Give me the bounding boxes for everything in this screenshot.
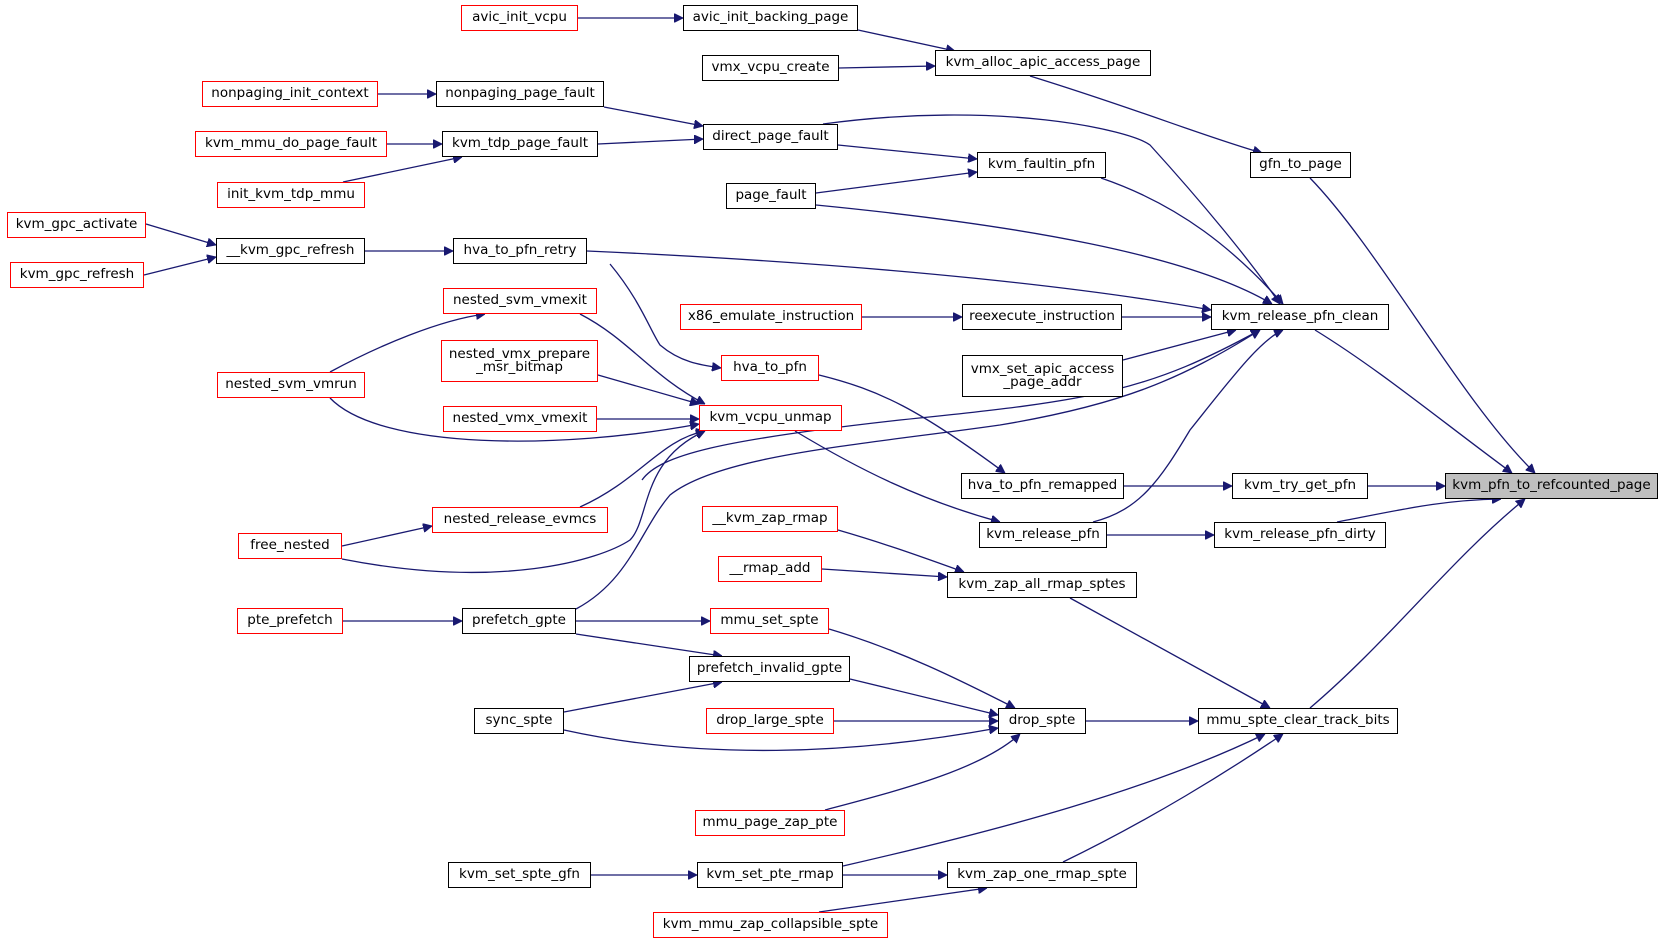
edge-vmx-vcpu-create-to-kvm-alloc-apic-access-page (838, 66, 935, 68)
node-vmx-vcpu-create[interactable]: vmx_vcpu_create (702, 55, 839, 81)
node-kvm-release-pfn-clean[interactable]: kvm_release_pfn_clean (1211, 304, 1389, 330)
edge-sync-spte-to-prefetch-invalid-gpte (563, 682, 722, 713)
edge-hva-to-pfn-retry-to-hva-to-pfn (609, 263, 721, 368)
node-kvm-gpc-refresh[interactable]: kvm_gpc_refresh (10, 262, 144, 288)
node-sync-spte[interactable]: sync_spte (474, 708, 564, 734)
edge-gfn-to-page-to-root (1309, 177, 1535, 473)
edge-kvm-release-pfn-dirty-to-root (1336, 499, 1501, 523)
edge-kvm-mmu-zap-collapsible-spte-to-kvm-zap-one-rmap-spte (818, 888, 987, 913)
node-page-fault[interactable]: page_fault (726, 183, 816, 209)
edge-kvm-set-pte-rmap-to-mmu-spte-clear-track-bits (842, 733, 1265, 867)
node-gfn-to-page[interactable]: gfn_to_page (1250, 152, 1351, 178)
node-kvm-zap-one-rmap-spte[interactable]: kvm_zap_one_rmap_spte (947, 862, 1137, 888)
node-nested-vmx-vmexit[interactable]: nested_vmx_vmexit (443, 406, 597, 432)
node-kvm-mmu-do-page-fault[interactable]: kvm_mmu_do_page_fault (195, 131, 387, 157)
edge-nested-vmx-prepare-msr-bitmap-to-kvm-vcpu-unmap (597, 374, 699, 404)
edge-direct-page-fault-to-kvm-faultin-pfn (837, 144, 977, 159)
node-hva-to-pfn-remapped[interactable]: hva_to_pfn_remapped (961, 473, 1124, 499)
node-hva-to-pfn[interactable]: hva_to_pfn (721, 355, 819, 381)
node-init-kvm-tdp-mmu[interactable]: init_kvm_tdp_mmu (217, 182, 365, 208)
edge-kvm-faultin-pfn-to-kvm-release-pfn-clean (1100, 177, 1283, 304)
edge-mmu-spte-clear-track-bits-to-root (1309, 499, 1525, 709)
edge-nested-svm-vmexit-to-kvm-vcpu-unmap (579, 313, 705, 405)
node-mmu-set-spte[interactable]: mmu_set_spte (710, 608, 829, 634)
node-kvm-tdp-page-fault[interactable]: kvm_tdp_page_fault (442, 131, 598, 157)
node-kvm-zap-rmap[interactable]: __kvm_zap_rmap (702, 506, 838, 532)
edge-nested-svm-vmrun-to-kvm-vcpu-unmap (329, 397, 699, 442)
node-kvm-vcpu-unmap[interactable]: kvm_vcpu_unmap (699, 405, 842, 431)
node-avic-init-vcpu[interactable]: avic_init_vcpu (461, 5, 578, 31)
edge-kvm-vcpu-unmap-to-kvm-release-pfn-clean (641, 329, 1260, 481)
node-kvm-release-pfn-dirty[interactable]: kvm_release_pfn_dirty (1214, 522, 1386, 548)
node-direct-page-fault[interactable]: direct_page_fault (703, 124, 838, 150)
edge-free-nested-to-kvm-vcpu-unmap (341, 431, 705, 573)
edge-kvm-zap-all-rmap-sptes-to-mmu-spte-clear-track-bits (1069, 597, 1270, 709)
edge-init-kvm-tdp-mmu-to-kvm-tdp-page-fault (342, 157, 462, 183)
node-x86-emulate-instruction[interactable]: x86_emulate_instruction (680, 304, 862, 330)
node-drop-spte[interactable]: drop_spte (998, 708, 1086, 734)
node-drop-large-spte[interactable]: drop_large_spte (706, 708, 834, 734)
node-kvm-gpc-refresh-internal[interactable]: __kvm_gpc_refresh (216, 238, 365, 264)
edge-prefetch-invalid-gpte-to-drop-spte (849, 678, 998, 715)
node-nested-svm-vmrun[interactable]: nested_svm_vmrun (217, 372, 365, 398)
node-mmu-spte-clear-track-bits[interactable]: mmu_spte_clear_track_bits (1198, 708, 1398, 734)
node-prefetch-gpte[interactable]: prefetch_gpte (462, 608, 576, 634)
edge-kvm-alloc-apic-access-page-to-gfn-to-page (1029, 75, 1262, 153)
edge-kvm-gpc-refresh-to-kvm-gpc-refresh-internal (143, 257, 216, 276)
node-nonpaging-init-context[interactable]: nonpaging_init_context (202, 81, 378, 107)
node-kvm-alloc-apic-access-page[interactable]: kvm_alloc_apic_access_page (935, 50, 1151, 76)
node-free-nested[interactable]: free_nested (238, 533, 342, 559)
edge-free-nested-to-nested-release-evmcs (341, 526, 432, 547)
edge-mmu-set-spte-to-drop-spte (828, 628, 1015, 709)
node-rmap-add[interactable]: __rmap_add (718, 556, 822, 582)
edge-kvm-gpc-activate-to-kvm-gpc-refresh-internal (145, 223, 216, 245)
edge-mmu-page-zap-pte-to-drop-spte (824, 734, 1020, 811)
edge-vmx-set-apic-access-page-addr-to-kvm-release-pfn-clean (1122, 330, 1236, 361)
node-kvm-pfn-to-refcounted-page: kvm_pfn_to_refcounted_page (1445, 473, 1658, 499)
edge-rmap-add-to-kvm-zap-all-rmap-sptes (821, 568, 947, 577)
edge-kvm-zap-rmap-to-kvm-zap-all-rmap-sptes (837, 529, 964, 572)
node-pte-prefetch[interactable]: pte_prefetch (237, 608, 343, 634)
edge-prefetch-gpte-to-kvm-release-pfn-clean (575, 329, 1260, 610)
edge-kvm-tdp-page-fault-to-direct-page-fault (597, 139, 703, 145)
node-reexecute-instruction[interactable]: reexecute_instruction (962, 304, 1122, 330)
node-kvm-set-pte-rmap[interactable]: kvm_set_pte_rmap (697, 862, 843, 888)
edge-hva-to-pfn-to-hva-to-pfn-remapped (818, 374, 1005, 473)
edge-nested-release-evmcs-to-kvm-vcpu-unmap (579, 431, 705, 508)
edge-kvm-vcpu-unmap-to-kvm-release-pfn (794, 430, 1000, 522)
edge-nonpaging-page-fault-to-direct-page-fault (603, 106, 703, 126)
node-avic-init-backing-page[interactable]: avic_init_backing_page (683, 5, 858, 31)
node-nested-vmx-prepare-msr-bitmap[interactable]: nested_vmx_prepare _msr_bitmap (441, 340, 598, 382)
edge-kvm-release-pfn-to-kvm-release-pfn-clean (1092, 330, 1283, 523)
node-kvm-zap-all-rmap-sptes[interactable]: kvm_zap_all_rmap_sptes (947, 572, 1137, 598)
node-vmx-set-apic-access-page-addr[interactable]: vmx_set_apic_access _page_addr (962, 355, 1123, 397)
edge-prefetch-gpte-to-prefetch-invalid-gpte (575, 633, 722, 656)
edge-page-fault-to-kvm-release-pfn-clean (815, 204, 1272, 305)
edge-page-fault-to-kvm-faultin-pfn (815, 172, 977, 194)
edge-direct-page-fault-to-kvm-release-pfn-clean (822, 114, 1280, 304)
node-prefetch-invalid-gpte[interactable]: prefetch_invalid_gpte (689, 656, 850, 682)
node-kvm-mmu-zap-collapsible-spte[interactable]: kvm_mmu_zap_collapsible_spte (653, 912, 888, 938)
edge-hva-to-pfn-retry-to-kvm-release-pfn-clean (586, 250, 1211, 310)
edge-sync-spte-to-drop-spte (563, 728, 998, 752)
node-kvm-gpc-activate[interactable]: kvm_gpc_activate (7, 212, 146, 238)
edge-nested-svm-vmrun-to-nested-svm-vmexit (329, 314, 485, 373)
node-kvm-try-get-pfn[interactable]: kvm_try_get_pfn (1232, 473, 1368, 499)
edge-avic-init-backing-page-to-kvm-alloc-apic-access-page (857, 29, 955, 51)
node-mmu-page-zap-pte[interactable]: mmu_page_zap_pte (695, 810, 845, 836)
node-nested-svm-vmexit[interactable]: nested_svm_vmexit (443, 288, 597, 314)
edge-kvm-release-pfn-clean-to-root (1314, 329, 1512, 473)
node-hva-to-pfn-retry[interactable]: hva_to_pfn_retry (453, 238, 587, 264)
node-kvm-set-spte-gfn[interactable]: kvm_set_spte_gfn (448, 862, 591, 888)
edge-kvm-zap-one-rmap-spte-to-mmu-spte-clear-track-bits (1062, 734, 1283, 863)
node-kvm-faultin-pfn[interactable]: kvm_faultin_pfn (977, 152, 1106, 178)
node-kvm-release-pfn[interactable]: kvm_release_pfn (979, 522, 1107, 548)
node-nested-release-evmcs[interactable]: nested_release_evmcs (432, 507, 608, 533)
node-nonpaging-page-fault[interactable]: nonpaging_page_fault (436, 81, 604, 107)
